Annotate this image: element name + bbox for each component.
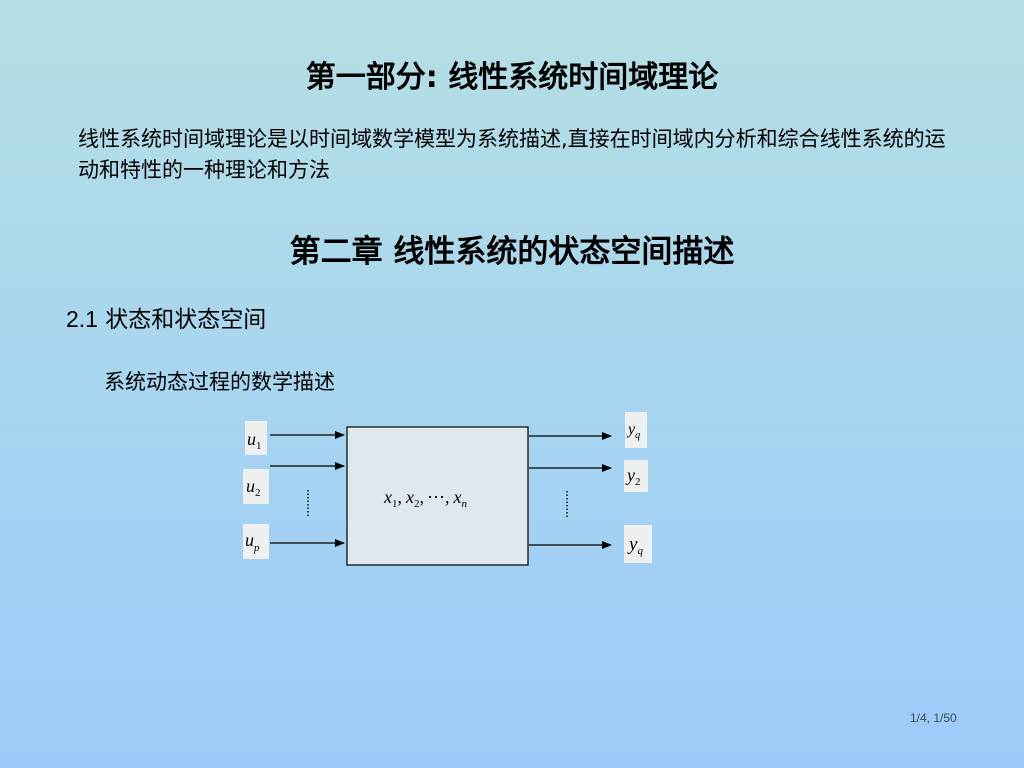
state-variables: x1,x2,⋯,xn: [383, 487, 468, 510]
input-label-box-3: [243, 524, 269, 559]
input-label-u1: u1: [247, 429, 262, 452]
part-title: 第一部分: 线性系统时间域理论: [305, 60, 719, 95]
chapter-title: 第二章 线性系统的状态空间描述: [289, 234, 735, 270]
output-label-yq-top: yq: [626, 421, 640, 441]
input-label-box-2: [243, 469, 269, 504]
output-label-box-2: [624, 460, 648, 492]
output-label-yq-bottom: yq: [627, 534, 643, 557]
output-label-y2: y2: [625, 465, 641, 488]
section-number: 2.1: [66, 306, 98, 332]
page-number: 1/4, 1/50: [910, 711, 957, 725]
input-label-u2: u2: [246, 476, 261, 499]
output-label-box-3: [624, 525, 652, 563]
input-label-box-1: [245, 421, 267, 455]
intro-paragraph: 线性系统时间域理论是以时间域数学模型为系统描述,直接在时间域内分析和综合线性系统…: [78, 127, 946, 182]
section-title: 状态和状态空间: [105, 307, 267, 333]
input-label-up: up: [245, 530, 260, 554]
section-heading: 2.1 状态和状态空间: [66, 300, 266, 334]
system-box: [346, 426, 529, 566]
output-label-box-1: [625, 412, 647, 448]
subsection-heading: 系统动态过程的数学描述: [104, 370, 335, 394]
